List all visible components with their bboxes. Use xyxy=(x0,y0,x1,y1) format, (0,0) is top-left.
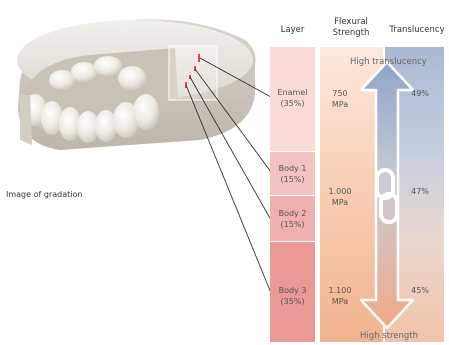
layer-name: Enamel xyxy=(270,87,315,98)
flexural-strength-header-line1: Flexural xyxy=(318,17,384,28)
layer-label-body-3: Body 3 (35%) xyxy=(270,285,315,307)
strength-number: 1.000 xyxy=(321,186,359,197)
layer-percentage: (15%) xyxy=(270,219,315,230)
layer-label-body-2: Body 2 (15%) xyxy=(270,208,315,230)
gradation-caption: Image of gradation xyxy=(6,190,82,199)
layer-label-enamel: Enamel (35%) xyxy=(270,87,315,109)
high-translucency-label: High translucency xyxy=(350,57,427,67)
flexural-strength-header-line2: Strength xyxy=(318,28,384,39)
strength-value-body-2: 1.000 MPa xyxy=(321,186,359,208)
strength-value-body-3: 1.100 MPa xyxy=(321,285,359,307)
strength-unit: MPa xyxy=(321,99,359,110)
layer-header: Layer xyxy=(270,25,315,36)
layer-name: Body 3 xyxy=(270,285,315,296)
layer-percentage: (35%) xyxy=(270,296,315,307)
chain-link-icon xyxy=(372,168,402,226)
translucency-value-body-3: 45% xyxy=(408,285,432,296)
translucency-header: Translucency xyxy=(385,25,449,36)
layer-percentage: (35%) xyxy=(270,98,315,109)
strength-value-enamel: 750 MPa xyxy=(321,88,359,110)
layer-percentage: (15%) xyxy=(270,174,315,185)
strength-unit: MPa xyxy=(321,197,359,208)
strength-unit: MPa xyxy=(321,296,359,307)
layer-label-body-1: Body 1 (15%) xyxy=(270,163,315,185)
strength-number: 1.100 xyxy=(321,285,359,296)
layer-name: Body 2 xyxy=(270,208,315,219)
translucency-value-enamel: 49% xyxy=(408,88,432,99)
flexural-strength-header: Flexural Strength xyxy=(318,17,384,39)
layer-name: Body 1 xyxy=(270,163,315,174)
translucency-value-body-2: 47% xyxy=(408,186,432,197)
high-strength-label: High strength xyxy=(360,331,418,341)
strength-number: 750 xyxy=(321,88,359,99)
